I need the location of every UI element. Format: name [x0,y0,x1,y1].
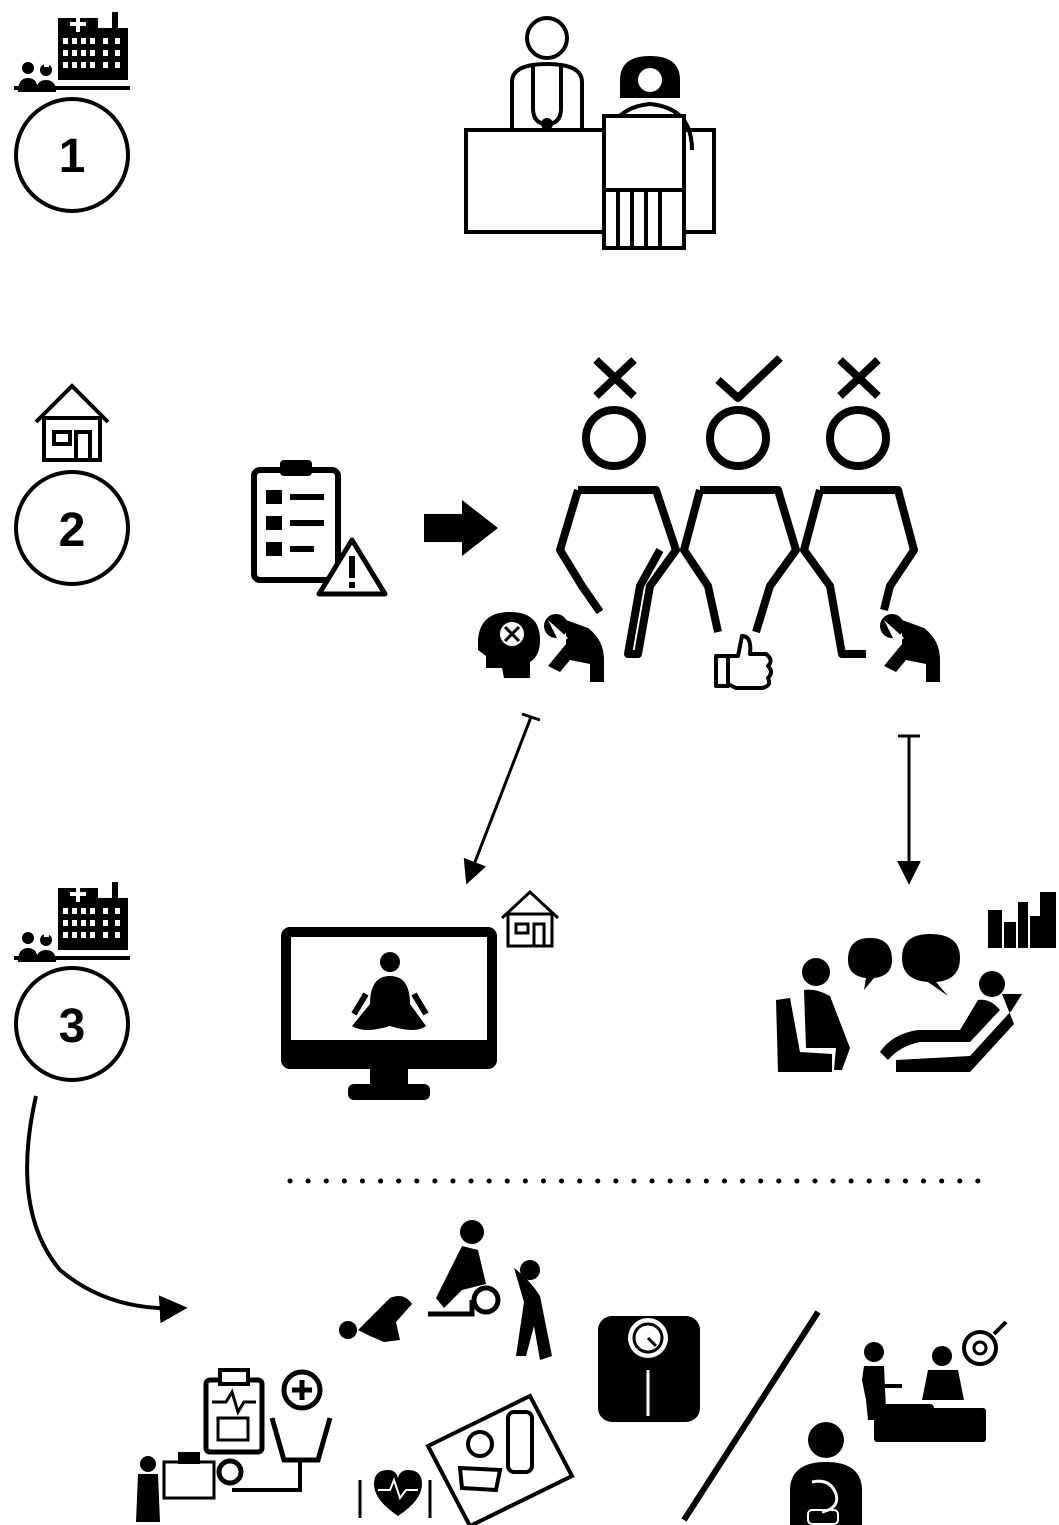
person-outcome-negative-2 [800,357,918,658]
distressed-person-icon [880,614,940,682]
surgical-team-icon [862,1320,1008,1442]
cross-mark-icon [837,357,881,399]
step-3-badge: 3 [14,966,130,1082]
home-icon [34,383,110,462]
psychotherapy-session-icon [776,934,1022,1072]
pathway-arrow-lifestyle [25,1095,188,1324]
thumbs-up-icon [714,634,773,690]
hospital-staff-icon [14,12,130,92]
step-1-badge: 1 [14,97,130,213]
medical-checkup-icon [136,1368,333,1522]
warning-icon [316,537,388,597]
pathway-arrow-therapy [897,734,921,885]
step-3: 3 [14,882,1056,1525]
pathway-arrow-online [463,712,541,885]
step-number: 1 [59,130,86,183]
step-1: 1 [14,12,716,250]
digestive-system-icon [790,1422,862,1525]
person-outcome-positive [680,355,800,634]
cross-mark-icon [593,357,637,399]
clipboard-checklist-icon [251,460,341,583]
home-icon [500,889,560,948]
eating-disorder-mind-icon [478,612,540,678]
diet-tray-icon [358,1393,575,1525]
exercise-icon [339,1220,552,1360]
step-number: 3 [59,1000,86,1053]
city-icon [988,892,1056,948]
weight-scale-icon [598,1316,700,1422]
online-meditation-monitor-icon [281,927,497,1100]
step-2-badge: 2 [14,470,130,586]
person-outcome-negative-1 [556,357,680,658]
right-arrow-icon [424,500,498,556]
alternative-divider-slash [681,1310,821,1522]
doctor-patient-consultation-icon [464,16,716,250]
hospital-staff-icon [14,882,130,962]
distressed-person-icon [544,614,604,682]
step-number: 2 [59,504,86,557]
check-mark-icon [715,355,783,402]
step-2: 2 [14,355,940,885]
